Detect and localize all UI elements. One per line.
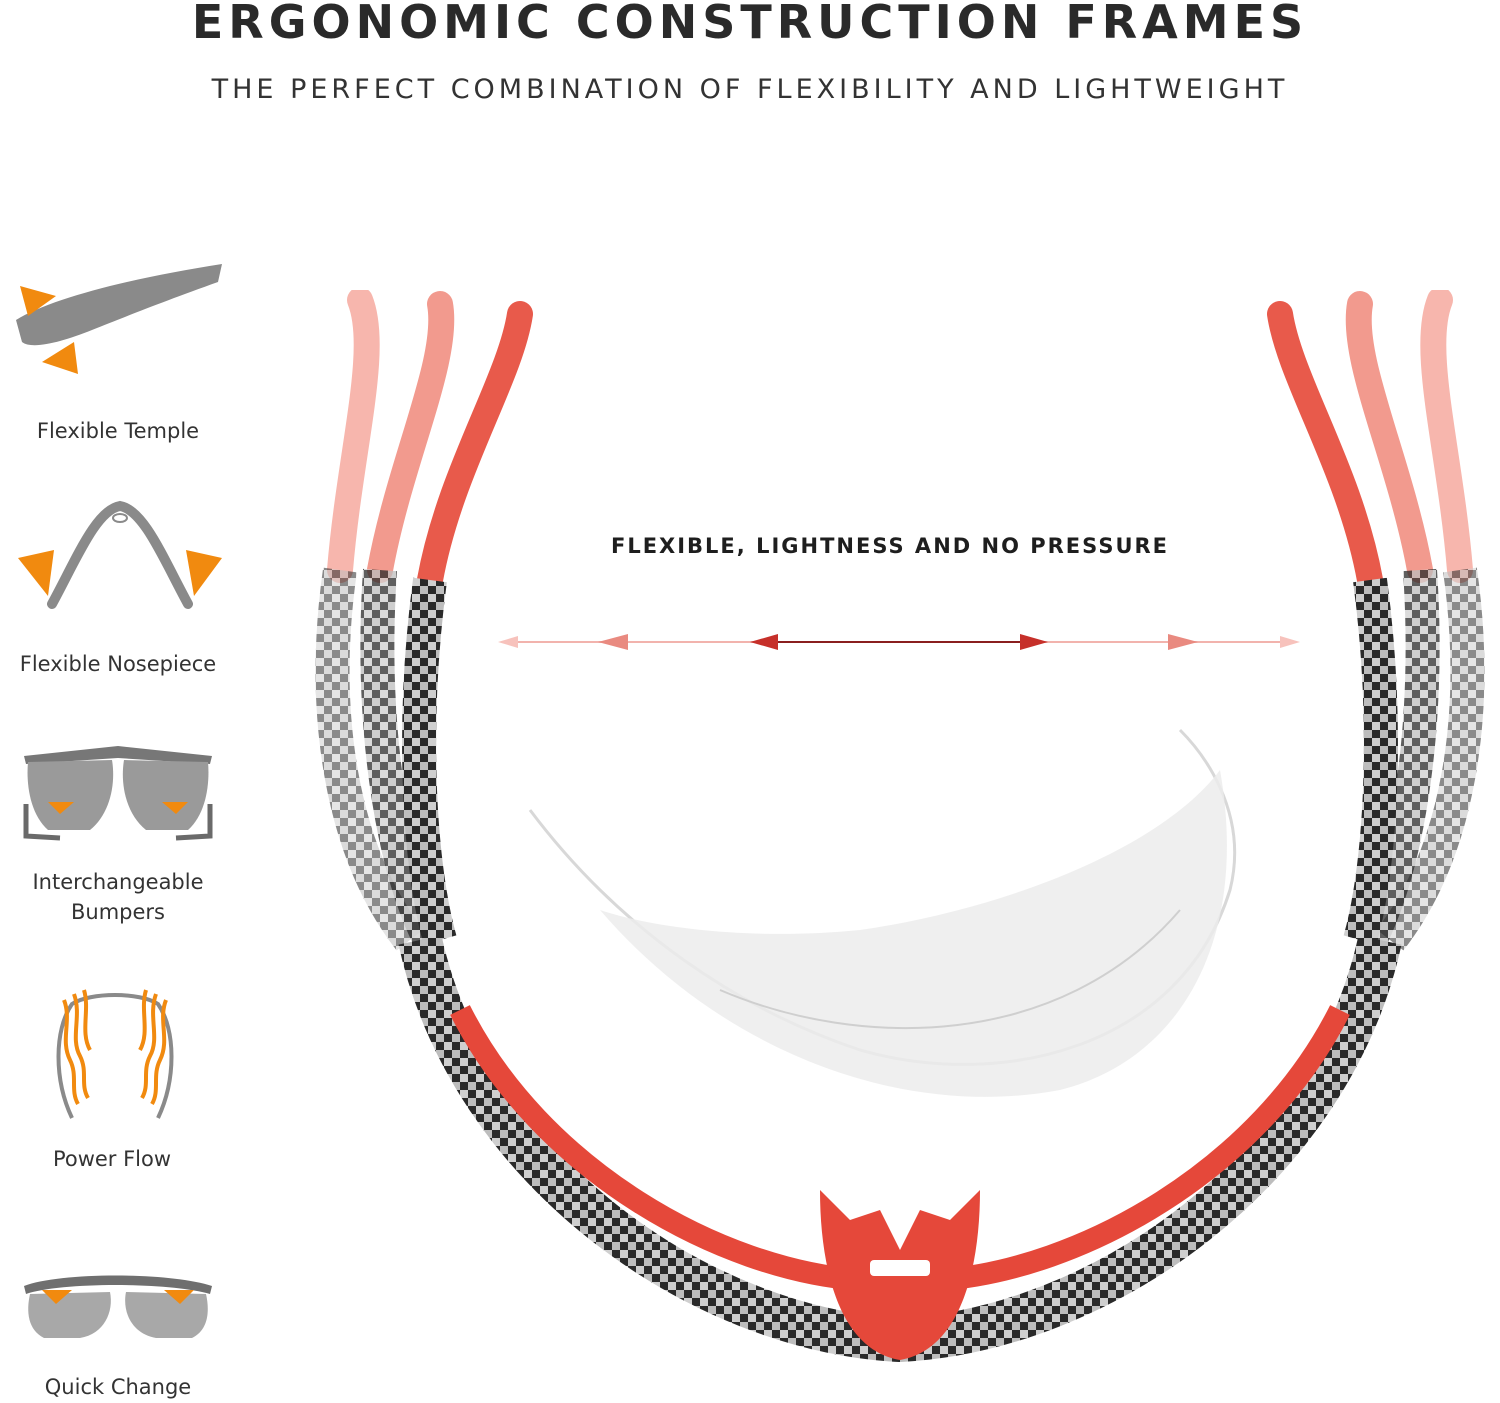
quick-change-icon <box>20 1268 216 1344</box>
page-title: ERGONOMIC CONSTRUCTION FRAMES <box>191 0 1309 48</box>
product-caption: FLEXIBLE, LIGHTNESS AND NO PRESSURE <box>610 534 1170 558</box>
page-subtitle: THE PERFECT COMBINATION OF FLEXIBILITY A… <box>211 74 1289 105</box>
nosepiece-icon <box>16 500 226 620</box>
flex-arrow-icon <box>494 630 1304 656</box>
feature-label-quick-change: Quick Change <box>44 1375 192 1399</box>
feature-label-flexible-temple: Flexible Temple <box>36 419 200 443</box>
sunglasses-frame-illustration <box>300 290 1500 1400</box>
power-flow-icon <box>50 980 180 1120</box>
bumpers-icon <box>20 744 216 844</box>
flexible-temple-icon <box>12 258 227 378</box>
feature-label-flexible-nosepiece: Flexible Nosepiece <box>19 652 217 676</box>
feature-label-bumpers-line2: Bumpers <box>71 900 165 924</box>
feature-label-power-flow: Power Flow <box>52 1147 172 1171</box>
feature-label-bumpers-line1: Interchangeable <box>32 870 204 894</box>
